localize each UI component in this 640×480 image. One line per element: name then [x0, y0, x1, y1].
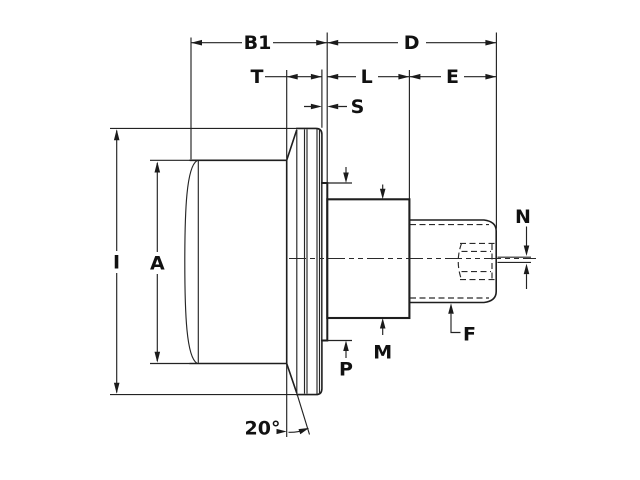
dim-m: M	[373, 184, 392, 364]
dim-a: A	[150, 161, 165, 363]
thread-root-hidden-lines	[410, 224, 489, 299]
flange-face-lines	[296, 128, 321, 395]
flange-rim	[295, 127, 323, 396]
dim-label-a: A	[150, 253, 165, 275]
dim-label-f: F	[463, 324, 476, 346]
dim-e: E	[409, 66, 497, 88]
dim-n: N	[515, 206, 531, 289]
tapped-hole-hidden-lines	[457, 242, 496, 281]
dim-n-arrows	[523, 245, 530, 275]
dim-label-n: N	[515, 206, 531, 228]
drum-outline	[189, 159, 288, 365]
dim-label-angle: 20°	[245, 418, 281, 440]
dim-f-leader	[450, 313, 461, 334]
threaded-shaft	[408, 219, 497, 304]
dim-f-arrow	[448, 303, 454, 314]
dim-t-arrows	[286, 73, 322, 80]
angle-reference-lines	[286, 363, 311, 437]
dim-s: S	[304, 96, 364, 118]
dim-label-d: D	[404, 32, 420, 54]
dim-label-s: S	[351, 96, 365, 118]
part-geometry	[184, 127, 536, 396]
drum-crown-line	[184, 160, 198, 364]
dim-label-l: L	[361, 66, 373, 88]
pilot-boss-fill	[322, 183, 328, 340]
dim-d: D	[327, 32, 497, 54]
dim-p: P	[339, 167, 353, 381]
dim-label-t: T	[251, 66, 264, 88]
extension-lines	[110, 32, 497, 396]
dim-label-i: I	[113, 252, 120, 274]
n-feature-lines	[497, 256, 531, 263]
dim-i: I	[113, 129, 120, 394]
dim-b1: B1	[191, 32, 328, 54]
dim-s-arrows	[310, 103, 339, 110]
dim-label-b1: B1	[244, 32, 272, 54]
dim-label-p: P	[339, 359, 353, 381]
dim-label-e: E	[446, 66, 459, 88]
dimensions: B1 D T L E S	[113, 32, 531, 439]
dim-angle: 20°	[245, 418, 310, 440]
flange-taper-line	[285, 129, 298, 394]
dim-label-m: M	[373, 342, 392, 364]
dim-angle-arrows	[276, 427, 310, 435]
dim-f: F	[448, 303, 476, 346]
dim-t: T	[251, 66, 322, 88]
dim-l: L	[327, 66, 410, 88]
